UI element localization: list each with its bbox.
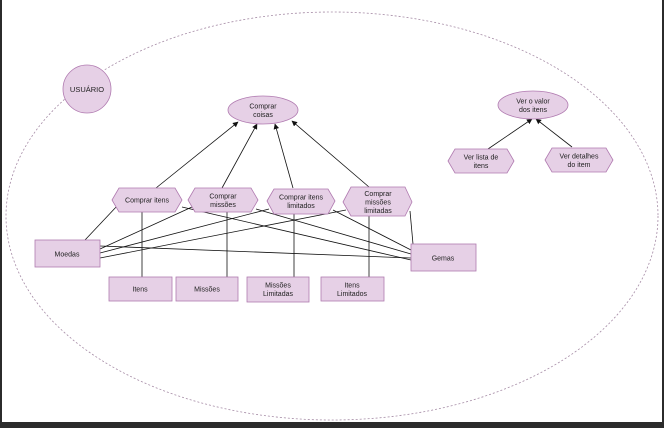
edge-ver-lista-to-ver-valor	[487, 118, 533, 150]
label-line: Comprar itens	[125, 198, 169, 205]
actor-usuario[interactable]: USUÁRIO	[62, 64, 112, 114]
label-line: dos itens	[519, 107, 548, 114]
use-case-ver-valor[interactable]: Ver o valor dos itens	[497, 90, 569, 120]
label-line: Ver lista de	[464, 154, 499, 161]
use-case-label: Ver detalhes do item	[560, 153, 599, 169]
label-line: Comprar	[249, 103, 277, 110]
entity-itens[interactable]: Itens	[108, 276, 173, 302]
label-line: missões	[210, 202, 236, 209]
label-line: Comprar itens	[279, 194, 323, 201]
label-line: limitados	[287, 203, 315, 210]
label-line: limitadas	[364, 208, 392, 215]
label-line: do item	[568, 162, 591, 169]
label-line: Ver o valor	[516, 98, 550, 105]
use-case-label: Comprar coisas	[249, 103, 277, 119]
label-line: Limitados	[337, 291, 367, 298]
entity-gemas[interactable]: Gemas	[410, 243, 477, 272]
connections	[84, 118, 573, 277]
entity-label: Gemas	[432, 256, 455, 263]
label-line: Ver detalhes	[560, 153, 599, 160]
label-line: Itens	[344, 282, 360, 289]
label-line: Missões	[265, 282, 291, 289]
label-line: coisas	[253, 112, 273, 119]
use-case-label: Comprar missões	[209, 193, 237, 209]
edge-comprar-missoes-to-comprar-coisas	[221, 123, 258, 189]
label-line: Moedas	[55, 252, 80, 259]
use-case-ver-detalhes[interactable]: Ver detalhes do item	[544, 147, 614, 173]
system-boundary	[5, 11, 659, 421]
label-line: Comprar	[364, 191, 392, 198]
use-case-comprar-missoes[interactable]: Comprar missões	[187, 187, 259, 213]
label-line: Gemas	[432, 256, 455, 263]
label-line: itens	[474, 163, 489, 170]
use-case-label: Ver lista de itens	[464, 154, 499, 170]
use-case-label: Ver o valor dos itens	[516, 98, 550, 114]
use-case-comprar-itens[interactable]: Comprar itens	[111, 187, 183, 213]
label-line: missões	[365, 200, 391, 207]
edge-comprar-itens-limitados-to-comprar-coisas	[273, 123, 294, 189]
use-case-label: Comprar itens	[125, 198, 169, 205]
label-line: Limitadas	[263, 291, 293, 298]
entity-label: Missões	[194, 287, 220, 294]
label-line: Missões	[194, 287, 220, 294]
edge-comprar-missoes-limitadas-to-comprar-coisas	[291, 120, 370, 188]
use-case-comprar-coisas[interactable]: Comprar coisas	[227, 95, 299, 125]
edge-ver-detalhes-to-ver-valor	[535, 118, 573, 148]
actor-label: USUÁRIO	[70, 85, 104, 94]
entity-label: Itens	[132, 287, 148, 294]
entity-label: Moedas	[55, 252, 80, 259]
use-case-comprar-itens-limitados[interactable]: Comprar itens limitados	[266, 188, 336, 215]
entity-moedas[interactable]: Moedas	[34, 239, 101, 268]
use-case-label: Comprar itens limitados	[279, 194, 323, 210]
entity-missoes[interactable]: Missões	[175, 276, 239, 302]
use-case-ver-lista[interactable]: Ver lista de itens	[447, 148, 515, 174]
label-line: Itens	[132, 287, 148, 294]
label-line: Comprar	[209, 193, 237, 200]
edge-comprar-itens-to-comprar-coisas	[155, 121, 239, 189]
